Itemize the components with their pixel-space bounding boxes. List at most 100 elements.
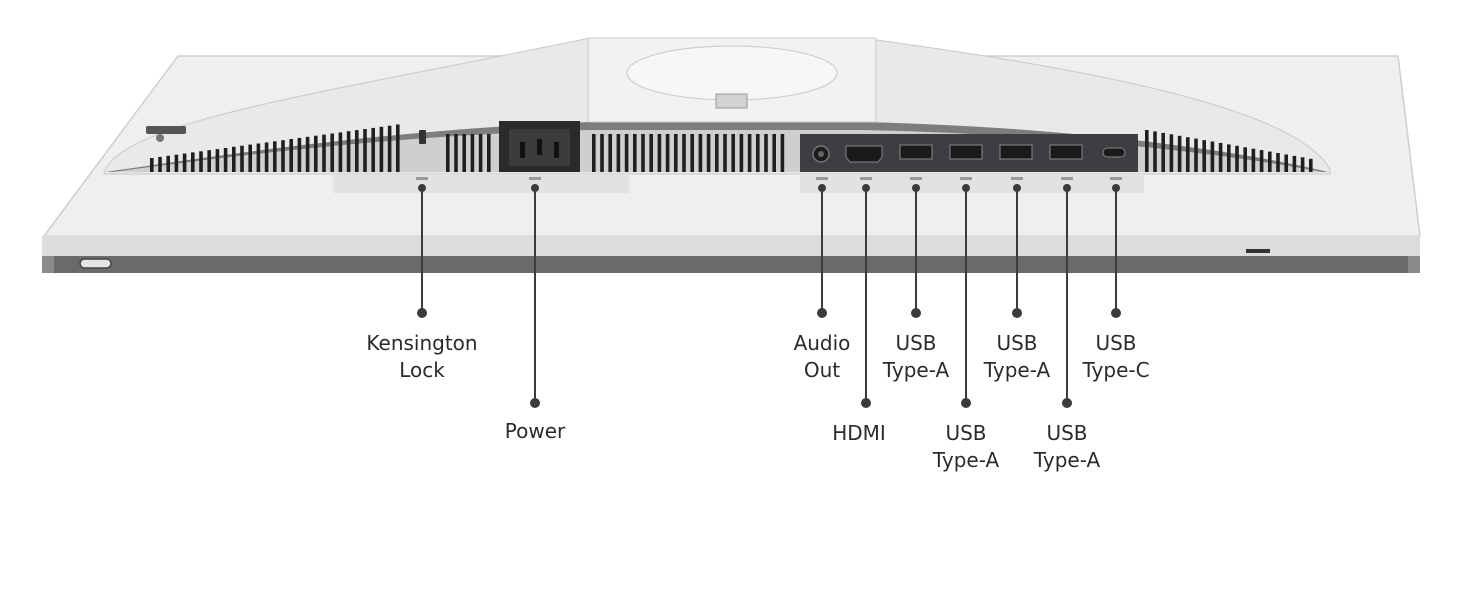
joystick-icon [146,126,186,142]
frame-left-cap [42,256,54,273]
audio-out-end-dot [817,308,827,318]
vent-slot [674,134,678,172]
vent-slot [338,132,343,172]
vent-slot [379,126,384,172]
vent-slot [1235,145,1239,172]
vent-slot [387,125,392,172]
vent-slot [1210,141,1215,172]
usb-a-3-label-line1: USB [996,331,1038,355]
usb-a-2-label-line1: USB [945,421,987,445]
kensington-lock-label-line2: Lock [399,358,445,382]
vent-slot [462,134,466,172]
usb-a-2-glyph [960,177,972,180]
usb-c-label-line2: Type-C [1082,358,1150,382]
hdmi-anchor-dot [862,184,870,192]
vent-slot [1243,147,1247,172]
vent-slot [1276,153,1280,172]
audio-out-label-line2: Out [803,358,841,382]
vent-slot [1309,158,1313,172]
kensington-slot [419,130,426,144]
vent-slot [731,134,735,172]
vent-slot [756,134,760,172]
stand-mount-disc [626,45,838,101]
callout-leaders [417,184,1121,408]
vent-slot [446,134,450,172]
vent-slot [182,153,187,172]
vent-slot [297,137,302,172]
vent-slot [207,150,211,172]
usb-a-3-label: USB Type-A [947,330,1087,384]
vent-slot [454,134,458,172]
ventilation-grille [150,124,1313,172]
vent-slot [764,134,768,172]
vent-slot [600,134,604,172]
vent-slot [1292,155,1297,172]
vent-slot [166,155,170,172]
usb-a-2-label: USB Type-A [896,420,1036,474]
usb-a-2-end-dot [961,398,971,408]
vent-slot [158,156,162,172]
usb-a-2-label-line2: Type-A [932,448,1000,472]
vent-slot [174,154,179,172]
kensington-lock-anchor-dot [418,184,426,192]
vent-slot [355,130,359,172]
stand-mount-latch [715,93,748,109]
usb-c-glyph [1110,177,1122,180]
vent-slot [747,134,752,172]
vent-slot [150,158,154,172]
vent-slot [371,127,375,172]
usb-c-label: USB Type-C [1046,330,1186,384]
vent-slot [232,146,236,172]
vent-slot [649,134,653,172]
vent-slot [487,134,491,172]
power-button [79,258,112,269]
kensington-lock-label-line1: Kensington [366,331,478,355]
usb-c-label-line1: USB [1095,331,1137,355]
usb-a-4-anchor-dot [1063,184,1071,192]
vent-slot [1161,132,1165,172]
vent-slot [199,151,203,172]
usb-a-port-4 [1049,144,1083,160]
hdmi-label-line1: HDMI [832,421,886,445]
frame-bottom-edge [42,256,1420,273]
vent-slot [1251,148,1256,172]
vent-slot [624,134,629,172]
left-label-strip [333,174,629,193]
usb-a-3-label-line2: Type-A [983,358,1051,382]
vent-slot [1186,137,1190,172]
vent-slot [256,143,261,172]
vent-slot [665,134,670,172]
hdmi-port [845,145,883,163]
vent-slot [690,134,694,172]
vent-slot [1169,134,1174,172]
vent-slot [706,134,711,172]
power-label: Power [465,418,605,445]
vent-slot [633,134,637,172]
vent-slot [248,144,252,172]
vent-slot [191,152,195,172]
vent-slot [470,134,475,172]
usb-a-3-end-dot [1012,308,1022,318]
vent-slot [363,129,367,172]
usb-a-3-anchor-dot [1013,184,1021,192]
vent-slot [478,134,483,172]
vent-slot [289,139,293,172]
vent-slot [314,135,318,172]
usb-a-1-end-dot [911,308,921,318]
power-anchor-dot [531,184,539,192]
usb-a-1-glyph [910,177,922,180]
usb-c-anchor-dot [1112,184,1120,192]
right-label-strip [800,174,1144,193]
power-end-dot [530,398,540,408]
usb-a-1-anchor-dot [912,184,920,192]
usb-c-port [1102,147,1126,158]
power-label-line1: Power [504,419,566,443]
vent-slot [346,131,351,172]
power-glyph [529,177,541,180]
vent-slot [1268,151,1272,172]
usb-c-end-dot [1111,308,1121,318]
port-panel [800,134,1138,172]
